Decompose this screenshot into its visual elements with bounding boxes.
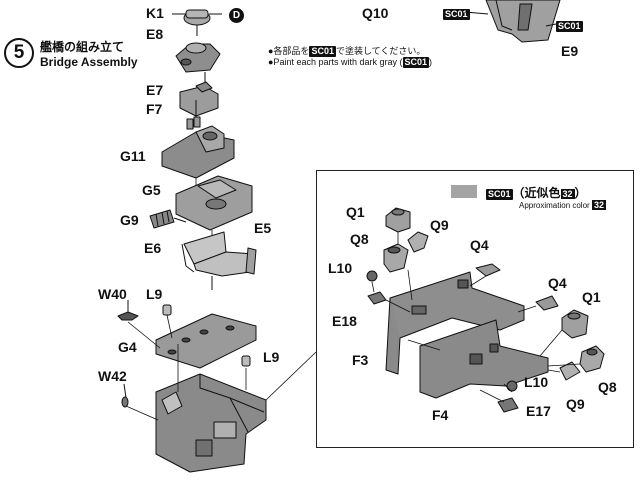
inset-q1-top — [385, 207, 411, 233]
label-inset-q9-right: Q9 — [566, 396, 585, 412]
label-inset-q9-top: Q9 — [430, 217, 449, 233]
label-inset-f3: F3 — [352, 352, 369, 368]
part-l9-lower — [241, 355, 251, 367]
step-title-en: Bridge Assembly — [40, 55, 138, 69]
paint-code-badge-en: SC01 — [402, 57, 430, 68]
part-g9 — [149, 209, 187, 229]
label-l9-lower: L9 — [263, 349, 280, 365]
label-inset-q1-top: Q1 — [346, 204, 365, 220]
inset-q9-top — [407, 231, 429, 253]
part-w42 — [121, 383, 129, 408]
label-g11: G11 — [120, 148, 146, 164]
part-e8 — [175, 42, 221, 82]
label-g5: G5 — [142, 182, 161, 198]
label-k1: K1 — [146, 5, 164, 21]
label-f7: F7 — [146, 101, 163, 117]
top-sc-badge-left: SC01 — [443, 9, 470, 20]
label-inset-e18: E18 — [332, 313, 357, 329]
paint-note-en-suffix: ) — [429, 57, 433, 67]
step-title-jp: 艦橋の組み立て — [40, 40, 125, 54]
inset-l10-top — [366, 270, 378, 282]
label-inset-f4: F4 — [432, 407, 449, 423]
legend-approx-number: 32 — [560, 189, 575, 199]
label-w40: W40 — [98, 286, 127, 302]
legend-approx-en: Approximation color — [519, 201, 590, 210]
label-inset-q4-right: Q4 — [548, 275, 567, 291]
label-g9: G9 — [120, 212, 139, 228]
legend-approx-en-number: 32 — [591, 200, 606, 210]
label-g4: G4 — [118, 339, 137, 355]
label-e9: E9 — [561, 43, 579, 59]
legend-approx-close: ） — [574, 186, 587, 200]
part-g11 — [161, 125, 235, 179]
label-inset-q8-right: Q8 — [598, 379, 617, 395]
part-hull-base — [155, 373, 267, 473]
paint-note-en-prefix: ●Paint each parts with dark gray ( — [268, 57, 403, 67]
label-inset-q8-top: Q8 — [350, 231, 369, 247]
inset-e18 — [367, 291, 387, 305]
label-e7: E7 — [146, 82, 164, 98]
part-w40 — [117, 300, 139, 321]
part-e7 — [179, 81, 219, 117]
label-w42: W42 — [98, 368, 127, 384]
inset-f4-wall — [419, 319, 549, 399]
part-g4 — [155, 313, 257, 369]
color-swatch — [451, 185, 477, 198]
label-inset-l10-top: L10 — [328, 260, 353, 276]
label-inset-l10-bottom: L10 — [524, 374, 549, 390]
part-f7 — [186, 116, 201, 130]
legend-code-badge: SC01 — [486, 189, 513, 200]
inset-q8-right — [579, 345, 605, 373]
part-k1 — [172, 9, 222, 36]
label-e6: E6 — [144, 240, 162, 256]
top-sc-badge-right: SC01 — [556, 21, 583, 32]
label-inset-q4-top: Q4 — [470, 237, 489, 253]
color-legend-en: Approximation color 32 — [519, 200, 606, 210]
paint-note-jp-prefix: ●各部品を — [268, 46, 310, 56]
legend-approx-jp: （近似色 — [512, 186, 561, 200]
detail-inset-frame — [316, 170, 634, 448]
part-l9-top — [162, 304, 172, 316]
step-number: 5 — [4, 38, 34, 68]
section-marker: D — [229, 8, 244, 23]
label-inset-e17: E17 — [526, 403, 551, 419]
inset-q4-top — [475, 263, 501, 277]
paint-code-badge: SC01 — [309, 46, 336, 57]
label-inset-q1-right: Q1 — [582, 289, 601, 305]
inset-q4-right — [535, 295, 559, 311]
paint-note-jp-suffix: で塗装してください。 — [335, 46, 426, 56]
label-q10: Q10 — [362, 5, 389, 21]
inset-q8-top — [383, 243, 409, 273]
inset-q9-right — [559, 361, 581, 381]
paint-note-en: ●Paint each parts with dark gray (SC01) — [268, 57, 432, 68]
part-e5-e6 — [181, 231, 257, 290]
part-e9-fragment — [464, 0, 561, 43]
inset-l10-bottom — [506, 380, 518, 392]
label-e5: E5 — [254, 220, 272, 236]
label-e8: E8 — [146, 26, 164, 42]
label-l9-top: L9 — [146, 286, 163, 302]
inset-q1-right — [561, 309, 589, 339]
part-g5 — [175, 175, 253, 231]
